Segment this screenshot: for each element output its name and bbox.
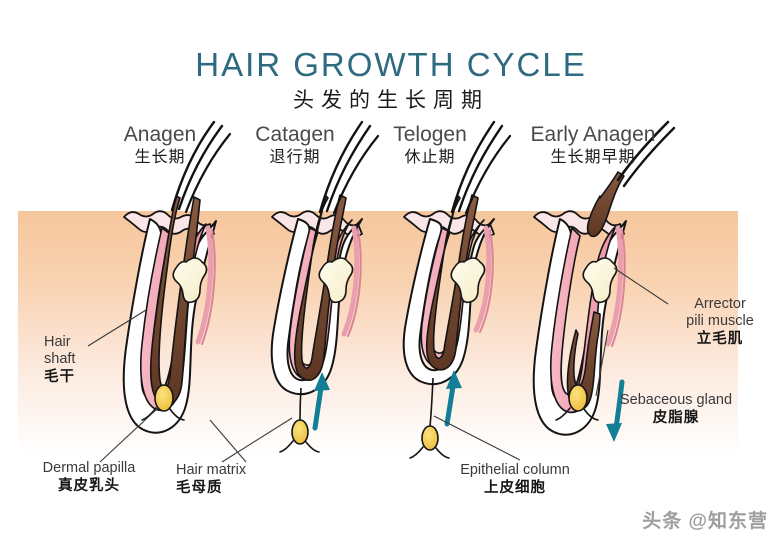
annotation-sebaceous-gland: Sebaceous gland 皮脂腺 xyxy=(596,392,756,427)
follicle-early-anagen xyxy=(532,120,676,442)
leader-hair-matrix-2 xyxy=(209,419,247,463)
annotation-hair-shaft-en-1: Hair xyxy=(44,334,71,350)
leader-hair-shaft xyxy=(87,309,147,347)
stage-label-anagen: Anagen 生长期 xyxy=(100,123,220,169)
follicle-telogen xyxy=(402,120,512,459)
annotation-arrector-pili-en-2: pili muscle xyxy=(686,313,754,329)
annotation-hair-shaft-en-2: shaft xyxy=(44,351,76,367)
annotation-dermal-papilla-cn: 真皮乳头 xyxy=(58,478,120,494)
annotation-dermal-papilla-en: Dermal papilla xyxy=(42,460,136,476)
stage-label-early-anagen-cn: 生长期早期 xyxy=(550,149,636,166)
leader-epithelial-column xyxy=(433,415,521,461)
stage-label-telogen: Telogen 休止期 xyxy=(368,123,492,169)
annotation-arrector-pili-cn: 立毛肌 xyxy=(696,331,744,347)
annotation-dermal-papilla: Dermal papilla 真皮乳头 xyxy=(14,460,164,495)
stage-label-telogen-en: Telogen xyxy=(393,123,467,146)
stage-label-catagen-en: Catagen xyxy=(255,123,335,146)
annotation-hair-matrix: Hair matrix 毛母质 xyxy=(176,462,246,497)
follicle-anagen xyxy=(122,120,232,434)
annotation-epithelial-column: Epithelial column 上皮细胞 xyxy=(430,462,600,497)
follicle-catagen xyxy=(270,120,380,453)
annotation-arrector-pili: Arrector pili muscle 立毛肌 xyxy=(664,296,776,348)
stage-label-early-anagen: Early Anagen 生长期早期 xyxy=(508,123,678,169)
annotation-hair-matrix-en: Hair matrix xyxy=(176,462,247,478)
annotation-hair-shaft: Hair shaft 毛干 xyxy=(44,334,75,386)
early-anagen-arrow xyxy=(606,379,625,442)
page-title-english: HAIR GROWTH CYCLE xyxy=(195,46,587,83)
leader-lines xyxy=(87,267,669,463)
page-title-chinese: 头发的生长周期 xyxy=(293,89,489,112)
annotation-arrector-pili-en-1: Arrector xyxy=(694,296,746,312)
stage-label-telogen-cn: 休止期 xyxy=(404,149,456,166)
leader-sebaceous-gland xyxy=(595,329,609,397)
stage-label-anagen-en: Anagen xyxy=(123,123,197,146)
stage-label-early-anagen-en: Early Anagen xyxy=(530,123,656,146)
leader-arrector-pili xyxy=(613,267,669,305)
catagen-arrow xyxy=(312,372,330,431)
annotation-hair-matrix-cn: 毛母质 xyxy=(176,480,223,496)
leader-dermal-papilla xyxy=(99,407,159,463)
annotation-sebaceous-gland-en: Sebaceous gland xyxy=(619,392,733,408)
annotation-sebaceous-gland-cn: 皮脂腺 xyxy=(652,410,700,426)
watermark: 头条 @知东营 xyxy=(642,511,768,532)
annotation-hair-shaft-cn: 毛干 xyxy=(44,369,75,385)
stage-label-catagen: Catagen 退行期 xyxy=(230,123,360,169)
stage-label-catagen-cn: 退行期 xyxy=(269,149,321,166)
stage-label-anagen-cn: 生长期 xyxy=(134,149,186,166)
leader-hair-matrix xyxy=(221,417,293,463)
telogen-arrow xyxy=(444,370,462,427)
annotation-epithelial-column-en: Epithelial column xyxy=(460,462,570,478)
annotation-epithelial-column-cn: 上皮细胞 xyxy=(484,480,546,496)
